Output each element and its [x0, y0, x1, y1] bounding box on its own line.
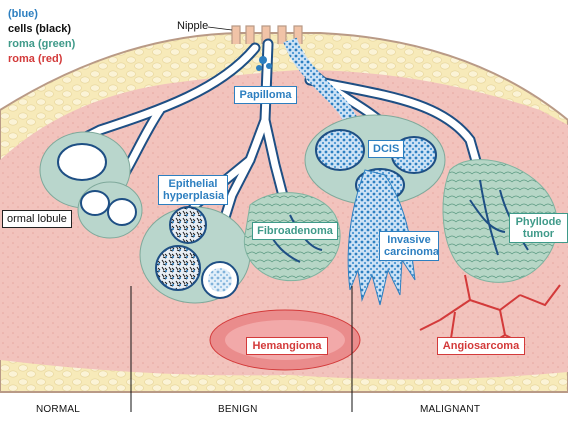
nipple-label: Nipple — [177, 20, 209, 32]
hemangioma-label: Hemangioma — [246, 337, 328, 355]
region-normal-label: NORMAL — [36, 404, 80, 415]
papilloma-label: Papilloma — [234, 86, 297, 104]
phyllodes-tumor-label: Phyllode tumor — [509, 213, 568, 243]
normal-lobule — [39, 131, 143, 239]
nipple-pointer — [207, 26, 233, 31]
legend-item-blue: (blue) — [8, 8, 38, 20]
legend-item-black: cells (black) — [8, 23, 71, 35]
fibroadenoma-label: Fibroadenoma — [252, 222, 338, 240]
legend-item-red: roma (red) — [8, 53, 63, 65]
region-malignant-label: MALIGNANT — [420, 404, 481, 415]
region-benign-label: BENIGN — [218, 404, 258, 415]
legend-item-green: roma (green) — [8, 38, 76, 50]
epithelial-hyperplasia-label: Epithelial hyperplasia — [158, 175, 228, 205]
papilloma-cluster — [256, 56, 272, 71]
angiosarcoma-label: Angiosarcoma — [437, 337, 525, 355]
nipple — [231, 25, 303, 44]
invasive-carcinoma-label: Invasive carcinoma — [379, 231, 439, 261]
hyperplasia-lobule — [139, 206, 251, 304]
dcis-label: DCIS — [368, 140, 404, 158]
normal-lobule-label: ormal lobule — [2, 210, 72, 228]
